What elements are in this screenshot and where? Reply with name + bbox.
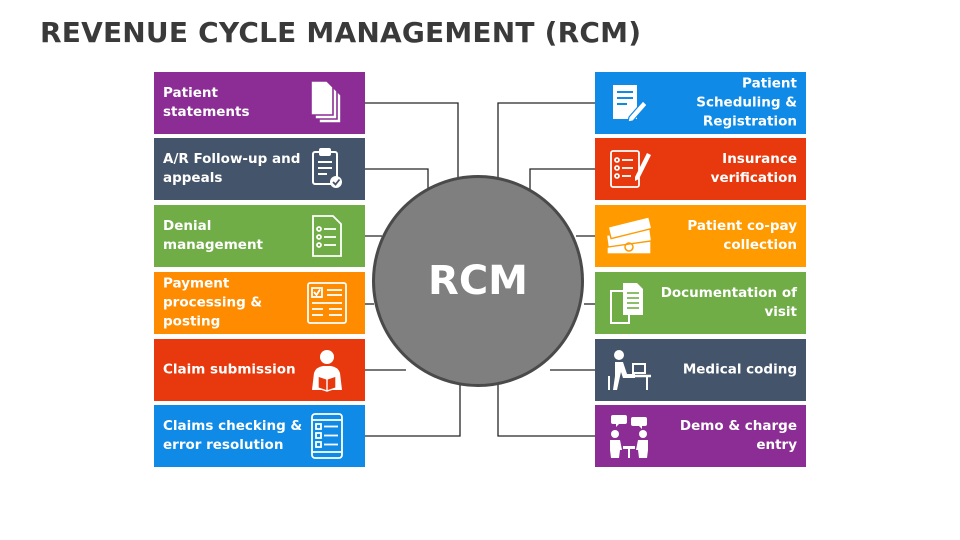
box-label: Insurance verification — [710, 151, 797, 186]
box-ar-follow-up: A/R Follow-up and appeals — [154, 138, 365, 200]
box-patient-scheduling: Patient Scheduling & Registration — [595, 72, 806, 134]
box-label: Documentation of visit — [660, 285, 797, 320]
box-claim-submission: Claim submission — [154, 339, 365, 401]
rcm-center-label: RCM — [428, 258, 528, 304]
box-label: Medical coding — [682, 361, 797, 378]
page-title: REVENUE CYCLE MANAGEMENT (RCM) — [40, 16, 642, 49]
documents-stack-icon — [310, 80, 342, 124]
box-label: Patient statements — [163, 85, 250, 120]
box-patient-copay: Patient co-pay collection — [595, 205, 806, 267]
form-pencil-icon — [613, 85, 648, 123]
box-label: Patient Scheduling & Registration — [696, 75, 797, 130]
box-label: Payment processing & posting — [163, 275, 263, 330]
two-people-talking-icon — [610, 415, 648, 458]
checklist-pencil-icon — [610, 150, 651, 188]
box-patient-statements: Patient statements — [154, 72, 365, 134]
box-label: Demo & charge entry — [679, 418, 797, 453]
box-documentation-of-visit: Documentation of visit — [595, 272, 806, 334]
box-claims-checking: Claims checking & error resolution — [154, 405, 365, 467]
documents-icon — [610, 283, 643, 324]
person-at-computer-icon — [608, 350, 651, 390]
box-label: Denial management — [163, 218, 264, 253]
rcm-center-circle: RCM — [372, 175, 584, 387]
invoice-form-icon — [307, 282, 347, 324]
box-label: Claim submission — [163, 361, 296, 378]
tablet-checklist-icon — [311, 413, 343, 459]
box-payment-processing: Payment processing & posting — [154, 272, 365, 334]
box-demo-charge-entry: Demo & charge entry — [595, 405, 806, 467]
box-label: A/R Follow-up and appeals — [163, 151, 301, 186]
box-insurance-verification: Insurance verification — [595, 138, 806, 200]
clipboard-check-icon — [312, 148, 342, 188]
checklist-document-icon — [312, 215, 342, 257]
box-label: Patient co-pay collection — [687, 218, 797, 253]
box-label: Claims checking & error resolution — [163, 418, 303, 453]
person-reading-icon — [312, 350, 342, 392]
box-denial-management: Denial management — [154, 205, 365, 267]
money-stack-icon — [605, 216, 653, 255]
box-medical-coding: Medical coding — [595, 339, 806, 401]
